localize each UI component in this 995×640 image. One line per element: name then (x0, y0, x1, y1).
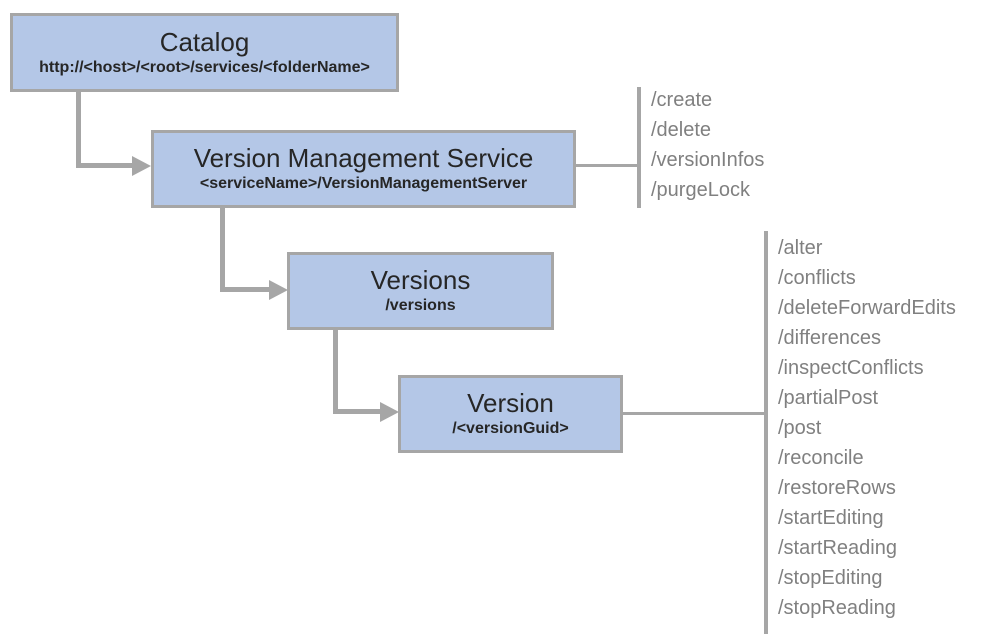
operations-list-vms: /create /delete /versionInfos /purgeLock (651, 85, 764, 205)
operation-item: /differences (778, 327, 882, 349)
connector-versions-to-version-vertical (333, 329, 338, 414)
arrowhead-versions-to-version-icon (380, 402, 399, 422)
node-version-url: /<versionGuid> (452, 420, 569, 438)
connector-vms-to-versions-vertical (220, 207, 225, 292)
operations-list-version: /alter /conflicts /deleteForwardEdits /d… (778, 233, 956, 623)
node-version-management-service: Version Management Service <serviceName>… (151, 130, 576, 208)
node-version: Version /<versionGuid> (398, 375, 623, 453)
node-versions: Versions /versions (287, 252, 554, 330)
operation-item: /deleteForwardEdits (778, 297, 956, 319)
operation-item: /restoreRows (778, 477, 896, 499)
node-version-management-service-title: Version Management Service (193, 143, 534, 174)
arrowhead-vms-to-versions-icon (269, 280, 288, 300)
connector-vms-to-operations (576, 164, 637, 167)
operation-item: /inspectConflicts (778, 357, 924, 379)
connector-catalog-to-vms-vertical (76, 90, 81, 168)
operation-item: /post (778, 417, 822, 439)
operations-bracket-version (764, 231, 768, 634)
node-version-management-service-url: <serviceName>/VersionManagementServer (199, 175, 528, 193)
operations-bracket-vms (637, 87, 641, 208)
operation-item: /versionInfos (651, 149, 765, 171)
operation-item: /purgeLock (651, 179, 750, 201)
connector-version-to-operations (622, 412, 764, 415)
connector-catalog-to-vms-horizontal (76, 163, 132, 168)
node-catalog-title: Catalog (159, 26, 250, 57)
connector-vms-to-versions-horizontal (220, 287, 269, 292)
connector-versions-to-version-horizontal (333, 409, 380, 414)
operation-item: /create (651, 89, 713, 111)
arrowhead-catalog-to-vms-icon (132, 156, 151, 176)
node-catalog-url: http://<host>/<root>/services/<folderNam… (39, 58, 370, 76)
operation-item: /conflicts (778, 267, 856, 289)
operation-item: /alter (778, 237, 823, 259)
node-version-title: Version (467, 388, 554, 419)
node-versions-url: /versions (385, 297, 456, 315)
operation-item: /delete (651, 119, 712, 141)
operation-item: /stopReading (778, 597, 896, 619)
operation-item: /startEditing (778, 507, 884, 529)
operation-item: /reconcile (778, 447, 864, 469)
operation-item: /startReading (778, 537, 897, 559)
node-catalog: Catalog http://<host>/<root>/services/<f… (10, 13, 399, 92)
node-versions-title: Versions (370, 265, 471, 296)
operation-item: /partialPost (778, 387, 879, 409)
operation-item: /stopEditing (778, 567, 883, 589)
